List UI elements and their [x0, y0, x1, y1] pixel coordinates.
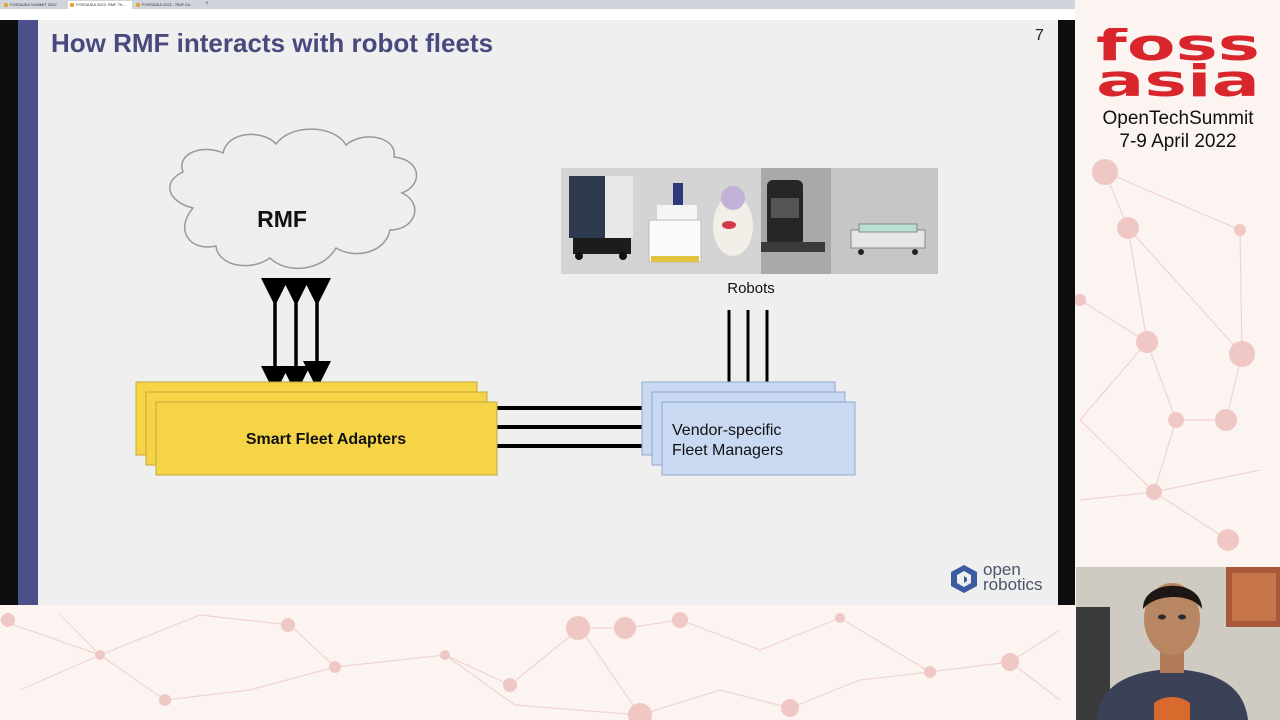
- fossasia-logo-line1: foss: [1096, 28, 1260, 71]
- slide-accent-bar: [18, 20, 38, 605]
- open-robotics-wordmark: open robotics: [983, 560, 1043, 594]
- fossasia-logo: foss asia: [1096, 28, 1260, 98]
- open-robotics-logo: open robotics: [948, 560, 1054, 595]
- vendor-fleet-managers-box: [641, 381, 856, 476]
- vendor-label-line1: Vendor-specific: [672, 422, 781, 439]
- robots-photo: [561, 168, 938, 274]
- rmf-cloud: [169, 128, 418, 270]
- smart-fleet-adapters-box: [135, 381, 498, 476]
- browser-chrome: FOSSASIA SUMMIT 2022 FOSSASIA 2022: RMF …: [0, 0, 1075, 27]
- rmf-label: RMF: [257, 206, 307, 232]
- event-name: OpenTechSummit: [1102, 108, 1254, 129]
- rmf-adapter-arrows: [261, 278, 331, 394]
- robot-vendor-connections: [727, 310, 769, 382]
- tab-title: FOSSASIA 2022 - RMF Ce...: [142, 2, 194, 7]
- browser-tab-3[interactable]: FOSSASIA 2022 - RMF Ce...: [134, 1, 198, 9]
- fossasia-branding: foss asia OpenTechSummit 7-9 April 2022: [1076, 28, 1280, 158]
- speaker-webcam: [1076, 567, 1280, 720]
- adapter-vendor-connections: [497, 406, 642, 448]
- smart-fleet-adapters-label: Smart Fleet Adapters: [246, 431, 406, 448]
- new-tab-button[interactable]: +: [205, 1, 209, 7]
- slide-page-number: 7: [1035, 27, 1044, 44]
- vendor-label-line2: Fleet Managers: [672, 442, 783, 459]
- tab-title: FOSSASIA SUMMIT 2022: [10, 2, 57, 7]
- browser-tab-1[interactable]: FOSSASIA SUMMIT 2022: [2, 1, 66, 9]
- address-bar: ‹ › ↻ docs.google.com/presentation/d/1e/…: [0, 9, 1075, 27]
- robots-label: Robots: [727, 280, 775, 297]
- presentation-slide: How RMF interacts with robot fleets 7 RM…: [18, 20, 1058, 605]
- tab-title: FOSSASIA 2022: RMF Th...: [76, 2, 126, 7]
- tab-favicon-icon: [70, 3, 74, 7]
- rmf-architecture-diagram: RMF Smart Fleet Adapters: [135, 128, 856, 476]
- tab-strip: FOSSASIA SUMMIT 2022 FOSSASIA 2022: RMF …: [0, 0, 1075, 9]
- event-dates: 7-9 April 2022: [1119, 131, 1237, 152]
- left-letterbox: [0, 20, 18, 605]
- open-robotics-mark-icon: [951, 565, 977, 593]
- browser-tab-2[interactable]: FOSSASIA 2022: RMF Th...: [68, 1, 132, 9]
- tab-favicon-icon: [4, 3, 8, 7]
- fossasia-logo-line2: asia: [1096, 56, 1260, 98]
- right-letterbox: [1058, 20, 1075, 605]
- tab-favicon-icon: [136, 3, 140, 7]
- slide-title: How RMF interacts with robot fleets: [51, 28, 494, 58]
